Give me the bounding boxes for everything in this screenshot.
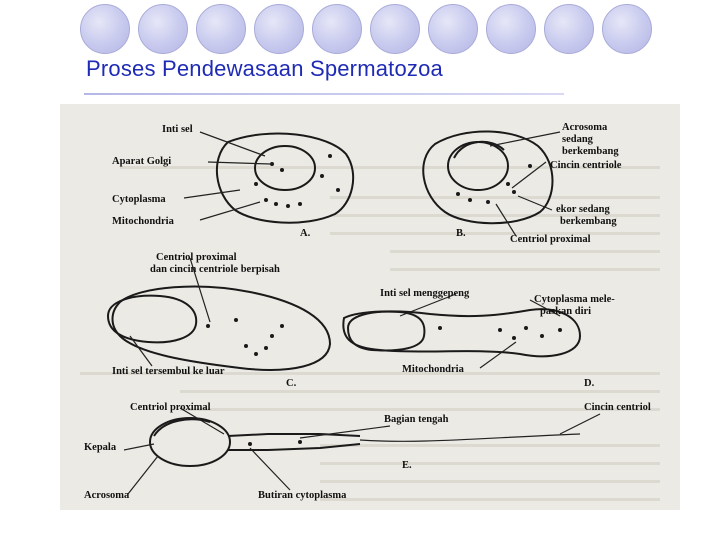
label-inti-sel-tersembul: Inti sel tersembul ke luar <box>112 366 225 377</box>
background-text-texture <box>80 166 660 501</box>
cell-a-membrane <box>215 132 355 224</box>
centriole-dot <box>438 326 442 330</box>
mitochondria-dot <box>264 346 268 350</box>
centriole-dot <box>506 182 510 186</box>
decorative-circle <box>254 4 304 54</box>
mitochondria-dot <box>512 336 516 340</box>
label-inti-sel-menggepeng: Inti sel menggepeng <box>380 288 470 299</box>
mitochondria-dot <box>498 328 502 332</box>
diagram-labels: Inti sel Aparat Golgi Cytoplasma Mitocho… <box>84 122 651 501</box>
slide-title: Proses Pendewasaan Spermatozoa <box>86 56 443 81</box>
mitochondria-dot <box>558 328 562 332</box>
cell-b <box>422 130 554 225</box>
decorative-circle <box>80 4 130 54</box>
cell-d-nucleus <box>346 310 426 352</box>
label-inti-sel: Inti sel <box>162 124 193 135</box>
decorative-circle-row <box>0 0 720 115</box>
title-underline <box>84 93 564 95</box>
cell-a-golgi-granule <box>280 168 284 172</box>
label-butiran-cytoplasma: Butiran cytoplasma <box>258 490 347 501</box>
label-kepala: Kepala <box>84 442 117 453</box>
cytoplasm-droplet <box>248 442 252 446</box>
spermiogenesis-diagram-scan: Inti sel Aparat Golgi Cytoplasma Mitocho… <box>60 104 680 510</box>
cell-a-nucleus <box>254 145 316 191</box>
mitochondria-dot <box>234 318 238 322</box>
decorative-circle <box>486 4 536 54</box>
label-ekor-1: ekor sedang <box>556 204 611 215</box>
decorative-circle <box>312 4 362 54</box>
label-cincin-centriole: Cincin centriole <box>550 160 622 171</box>
cell-e <box>149 417 581 467</box>
mitochondria-dot <box>328 154 332 158</box>
decorative-circle <box>196 4 246 54</box>
cell-a <box>215 132 355 224</box>
mitochondria-dot <box>270 334 274 338</box>
mitochondria-dot <box>244 344 248 348</box>
label-panel-c: C. <box>286 378 297 389</box>
mitochondria-dot <box>336 188 340 192</box>
mitochondria-dot <box>298 202 302 206</box>
mitochondria-dot <box>254 182 258 186</box>
label-centriol-proximal-e: Centriol proximal <box>130 402 211 413</box>
label-acrosoma-sedang-2: sedang <box>562 134 594 145</box>
label-cytoplasma-melepaskan-2: paskan diri <box>540 306 591 317</box>
label-ekor-2: berkembang <box>560 216 617 227</box>
cell-e-midpiece-lower <box>228 443 361 451</box>
mitochondria-dot <box>286 204 290 208</box>
mitochondria-dot <box>528 164 532 168</box>
cytoplasm-droplet <box>298 440 302 444</box>
centriole-dot <box>206 324 210 328</box>
mitochondria-dot <box>264 198 268 202</box>
label-acrosoma-sedang-1: Acrosoma <box>562 122 608 133</box>
diagram-svg: Inti sel Aparat Golgi Cytoplasma Mitocho… <box>80 122 660 501</box>
decorative-circle <box>602 4 652 54</box>
decorative-circle <box>370 4 420 54</box>
cell-e-tail <box>359 433 581 442</box>
label-panel-d: D. <box>584 378 595 389</box>
mitochondria-dot <box>280 324 284 328</box>
cell-b-membrane <box>422 130 554 225</box>
mitochondria-dot <box>320 174 324 178</box>
label-aparat-golgi: Aparat Golgi <box>112 156 171 167</box>
cell-d <box>342 308 582 358</box>
label-centriol-proximal-b: Centriol proximal <box>510 234 591 245</box>
mitochondria-dot <box>456 192 460 196</box>
label-cincin-centriol-e: Cincin centriol <box>584 402 651 413</box>
mitochondria-dot <box>540 334 544 338</box>
decorative-circle <box>428 4 478 54</box>
label-panel-e: E. <box>402 460 412 471</box>
decorative-circle <box>544 4 594 54</box>
cell-e-acrosome <box>153 418 211 437</box>
label-panel-b: B. <box>456 228 466 239</box>
cell-b-acrosome <box>453 140 505 159</box>
mitochondria-dot <box>524 326 528 330</box>
centriole-dot <box>512 190 516 194</box>
leader-lines <box>123 131 601 495</box>
cell-e-head <box>149 417 231 467</box>
label-centriol-proximal-top-2: dan cincin centriole berpisah <box>150 264 280 275</box>
label-cytoplasma-melepaskan-1: Cytoplasma mele- <box>534 294 615 305</box>
label-bagian-tengah: Bagian tengah <box>384 414 449 425</box>
mitochondria-dot <box>486 200 490 204</box>
cell-c-nucleus <box>106 294 198 344</box>
cell-e-midpiece <box>227 433 361 437</box>
label-centriol-proximal-top-1: Centriol proximal <box>156 252 237 263</box>
label-mitochondria: Mitochondria <box>112 216 175 227</box>
label-acrosoma: Acrosoma <box>84 490 130 501</box>
label-mitochondria-d: Mitochondria <box>402 364 465 375</box>
decorative-circle <box>138 4 188 54</box>
label-acrosoma-sedang-3: berkembang <box>562 146 619 157</box>
label-panel-a: A. <box>300 228 311 239</box>
mitochondria-dot <box>468 198 472 202</box>
cell-a-golgi-granule <box>270 162 274 166</box>
mitochondria-dot <box>254 352 258 356</box>
label-cytoplasma: Cytoplasma <box>112 194 166 205</box>
mitochondria-dot <box>274 202 278 206</box>
cell-c <box>106 285 332 371</box>
